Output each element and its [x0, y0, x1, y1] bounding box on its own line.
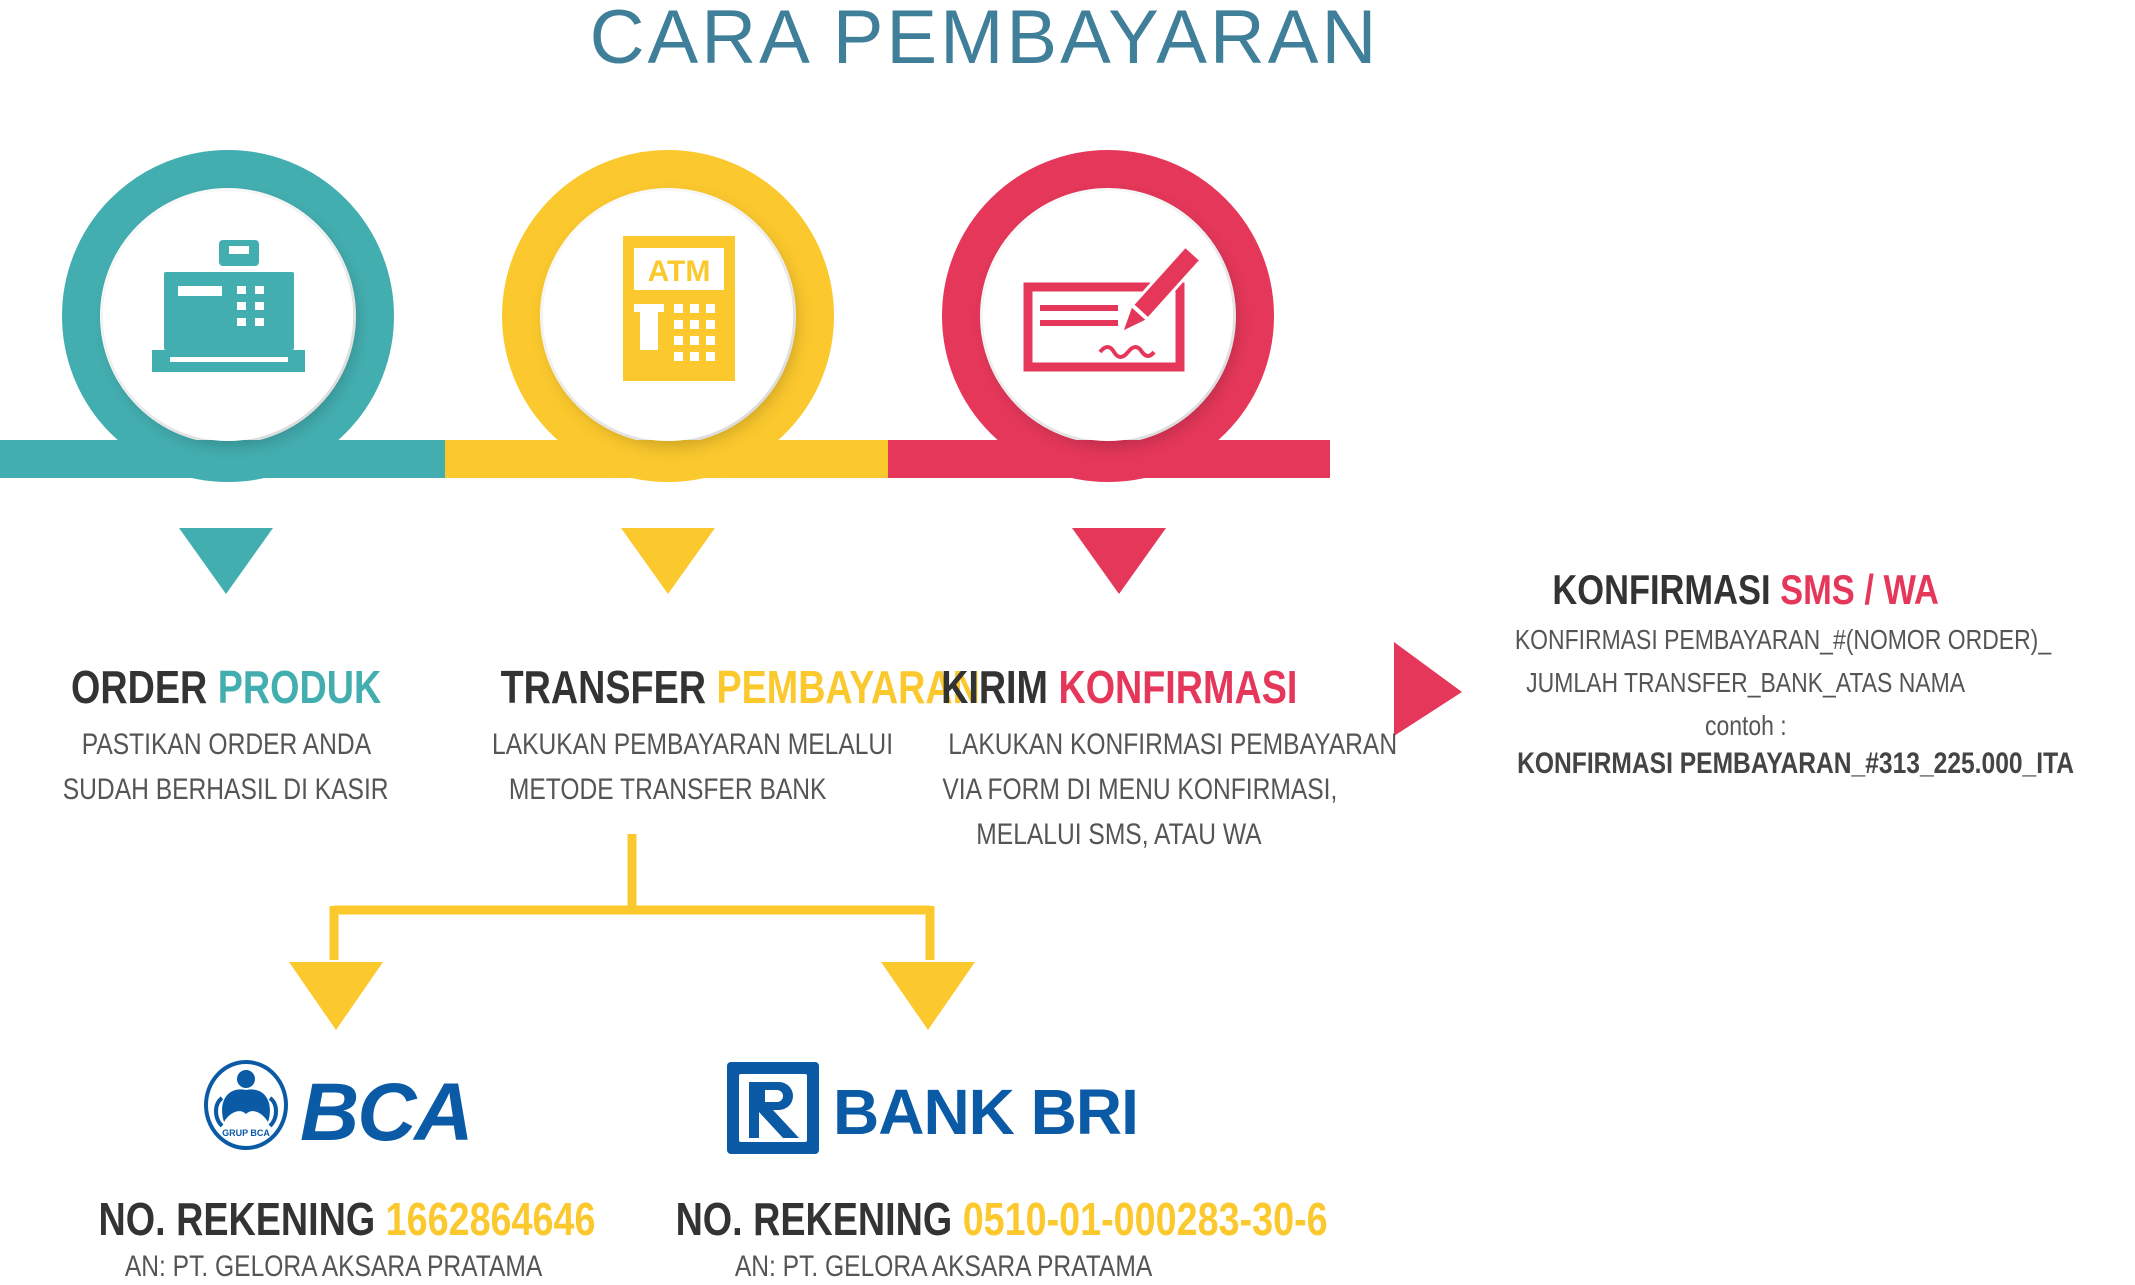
step-1-heading: ORDER PRODUK: [71, 660, 381, 714]
process-diagram: ATM: [0, 150, 1462, 1158]
cash-register-icon: [152, 240, 305, 372]
step-1-arrow: [179, 528, 273, 594]
step-2-text: TRANSFER PEMBAYARAN LAKUKAN PEMBAYARAN M…: [448, 660, 980, 812]
confirm-heading-a: KONFIRMASI: [1552, 566, 1771, 613]
check-signing-icon: [1023, 246, 1202, 372]
bank-branch-connector: [329, 834, 935, 960]
bca-logo-sub: GRUP BCA: [222, 1128, 270, 1138]
step-3-text: KIRIM KONFIRMASI LAKUKAN KONFIRMASI PEMB…: [899, 660, 1397, 857]
confirm-heading: KONFIRMASI SMS / WA: [1553, 566, 1940, 614]
step-1-text: ORDER PRODUK PASTIKAN ORDER ANDA SUDAH B…: [6, 660, 446, 812]
confirm-line3: contoh :: [1705, 710, 1787, 741]
step-3-line1: LAKUKAN KONFIRMASI PEMBAYARAN: [948, 728, 1398, 761]
step-3-heading-a: KIRIM: [940, 661, 1048, 713]
bca-an: AN: PT. GELORA AKSARA PRATAMA: [125, 1250, 543, 1283]
confirm-line2: JUMLAH TRANSFER_BANK_ATAS NAMA: [1526, 667, 1966, 698]
bri-logo: BANK BRI: [727, 1062, 1139, 1154]
bri-account: NO. REKENING 0510-01-000283-30-6 AN: PT.…: [604, 1192, 1328, 1284]
step-2-heading-a: TRANSFER: [500, 661, 706, 713]
step-1-line2: SUDAH BERHASIL DI KASIR: [63, 773, 389, 806]
step-1-heading-a: ORDER: [70, 661, 208, 713]
confirm-block: KONFIRMASI SMS / WA KONFIRMASI PEMBAYARA…: [1456, 566, 2074, 781]
bca-rek-number: 1662864646: [385, 1193, 596, 1245]
bca-logo: GRUP BCA BCA: [204, 1060, 474, 1158]
page-title-text: CARA PEMBAYARAN: [589, 0, 1380, 80]
step-3-line3: MELALUI SMS, ATAU WA: [976, 818, 1262, 851]
page-title: CARA PEMBAYARAN: [0, 0, 2037, 81]
step-2-heading-b: PEMBAYARAN: [716, 661, 980, 713]
step-3-line2: VIA FORM DI MENU KONFIRMASI,: [942, 773, 1338, 806]
bri-rek-label: NO. REKENING: [675, 1193, 953, 1245]
bri-rek: NO. REKENING 0510-01-000283-30-6: [676, 1192, 1328, 1246]
step-2-line1: LAKUKAN PEMBAYARAN MELALUI: [492, 728, 894, 761]
step-2-ring: [502, 150, 834, 482]
step-1-ring: [62, 150, 394, 482]
step-2-arrow: [621, 528, 715, 594]
step-1-heading-b: PRODUK: [217, 661, 382, 713]
step-3-ring: [942, 150, 1274, 482]
bca-logo-text: BCA: [300, 1067, 472, 1158]
bri-an: AN: PT. GELORA AKSARA PRATAMA: [735, 1250, 1153, 1283]
atm-icon-label: ATM: [648, 255, 711, 288]
step-3-arrow: [1072, 528, 1166, 594]
bri-logo-text: BANK BRI: [833, 1076, 1138, 1148]
step-3-heading: KIRIM KONFIRMASI: [941, 660, 1297, 714]
step-2-line2: METODE TRANSFER BANK: [509, 773, 827, 806]
confirm-line1: KONFIRMASI PEMBAYARAN_#(NOMOR ORDER)_: [1514, 624, 2052, 655]
bca-account: NO. REKENING 1662864646 AN: PT. GELORA A…: [44, 1192, 624, 1284]
bca-arrow: [289, 962, 383, 1030]
confirm-heading-b: SMS / WA: [1780, 566, 1940, 613]
confirm-arrow: [1394, 642, 1462, 736]
step-3-heading-b: KONFIRMASI: [1058, 661, 1298, 713]
confirm-example: KONFIRMASI PEMBAYARAN_#313_225.000_ITA: [1517, 747, 2075, 780]
atm-icon: ATM: [623, 236, 735, 381]
bca-rek: NO. REKENING 1662864646: [99, 1192, 596, 1246]
bri-rek-number: 0510-01-000283-30-6: [962, 1193, 1328, 1245]
bri-arrow: [881, 962, 975, 1030]
step-1-line1: PASTIKAN ORDER ANDA: [81, 728, 371, 761]
bca-rek-label: NO. REKENING: [98, 1193, 376, 1245]
step-3-disc: [983, 191, 1233, 441]
step-2-heading: TRANSFER PEMBAYARAN: [501, 660, 980, 714]
